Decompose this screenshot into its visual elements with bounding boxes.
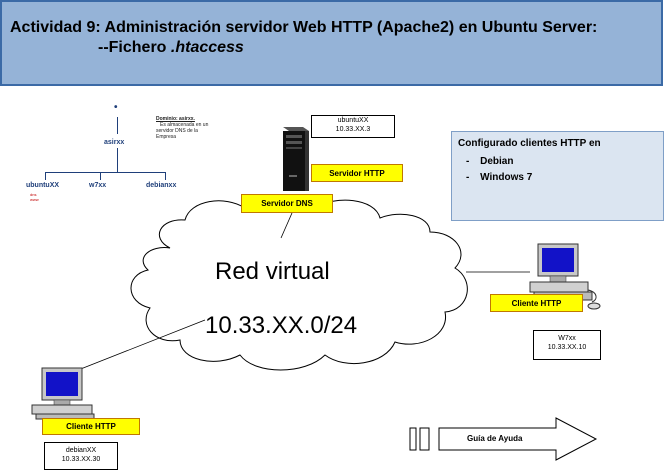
- clients-config-item-label: Windows 7: [480, 172, 533, 183]
- clients-config-item-debian: - Debian: [466, 156, 513, 167]
- domain-note-line-1: Es almacenada en un: [160, 122, 209, 128]
- tree-line-right: [165, 172, 166, 180]
- tree-line-left: [45, 172, 46, 180]
- tree-node-debian: debianxx: [146, 182, 177, 189]
- server-http-label: Servidor HTTP: [311, 164, 403, 182]
- tree-line-center: [100, 172, 101, 180]
- guide-arrow-button[interactable]: Guía de Ayuda: [409, 417, 599, 463]
- left-client-ip: 10.33.XX.30: [61, 456, 101, 463]
- clients-config-item-label: Debian: [480, 156, 514, 167]
- title-file-name: .htaccess: [170, 39, 244, 56]
- tree-line-root: [117, 117, 118, 134]
- domain-note-line-3: Empresa: [156, 134, 177, 140]
- server-icon: [279, 125, 310, 193]
- domain-note-line-2: servidor DNS de la: [156, 128, 198, 134]
- tree-node-domain: asirxx: [104, 139, 125, 146]
- server-ip: 10.33.XX.3: [335, 126, 371, 133]
- computer-icon: [28, 366, 98, 420]
- left-client-http-label: Cliente HTTP: [42, 418, 140, 435]
- server-info-box: ubuntuXX 10.33.XX.3: [311, 115, 395, 138]
- clients-config-box: Configurado clientes HTTP en - Debian - …: [451, 131, 664, 221]
- domain-tree: • asirxx ubuntuXX w7xx debianxx dns www …: [20, 102, 240, 202]
- bullet-dash: -: [466, 172, 470, 183]
- server-dns-label: Servidor DNS: [241, 194, 333, 213]
- left-client-info-box: debianXX 10.33.XX.30: [44, 442, 118, 470]
- network-name: Red virtual: [215, 258, 330, 285]
- tree-node-ubuntu: ubuntuXX: [26, 182, 60, 189]
- bullet-dash: -: [466, 156, 470, 167]
- slide-header: Actividad 9: Administración servidor Web…: [0, 0, 663, 86]
- guide-bar-1: [409, 427, 417, 451]
- slide-title-line-2: --Fichero .htaccess: [98, 39, 244, 57]
- domain-note: Dominio: asirxx. Es almacenada en un ser…: [156, 116, 236, 140]
- tree-line-mid: [117, 148, 118, 172]
- link-server-cloud: [280, 212, 293, 239]
- right-client-info-box: W7xx 10.33.XX.10: [533, 330, 601, 360]
- clients-config-item-windows: - Windows 7: [466, 172, 532, 183]
- slide-title-line-1: Actividad 9: Administración servidor Web…: [10, 19, 598, 36]
- network-subnet: 10.33.XX.0/24: [205, 312, 358, 339]
- link-left-client-cloud: [67, 319, 206, 375]
- guide-arrow-shape: [438, 417, 598, 461]
- tree-note-www: www: [30, 197, 39, 202]
- left-client-name: debianXX: [65, 447, 97, 454]
- title-prefix: --Fichero: [98, 39, 171, 56]
- server-name: ubuntuXX: [337, 117, 369, 124]
- right-client-name: W7xx: [558, 335, 576, 342]
- guide-bar-2: [419, 427, 430, 451]
- tree-node-w7: w7xx: [89, 182, 107, 189]
- tree-root-dot: •: [114, 102, 118, 113]
- tree-note-dns: dns: [30, 192, 37, 197]
- tree-line-horizontal: [45, 172, 165, 173]
- right-client-ip: 10.33.XX.10: [547, 344, 587, 351]
- domain-note-title: Dominio: asirxx.: [156, 116, 195, 122]
- guide-label: Guía de Ayuda: [467, 434, 523, 443]
- right-client-http-label: Cliente HTTP: [490, 294, 583, 312]
- clients-config-title: Configurado clientes HTTP en: [458, 138, 601, 149]
